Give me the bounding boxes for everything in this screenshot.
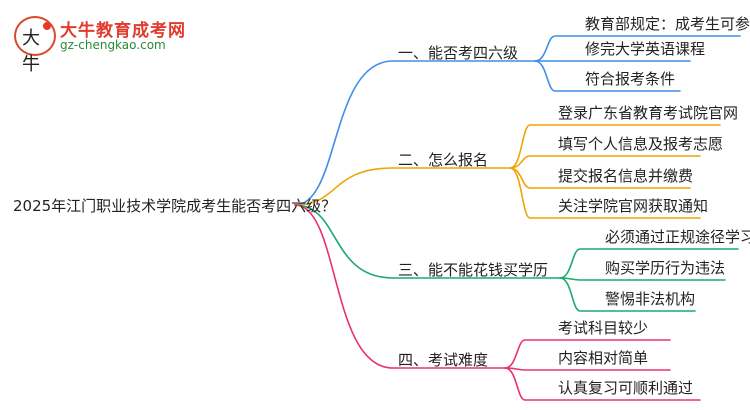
- root-connector: [294, 204, 394, 279]
- root-connector: [294, 167, 394, 206]
- child-connector: [509, 167, 701, 219]
- child-connector: [559, 277, 696, 312]
- branch-label: 二、怎么报名: [398, 151, 489, 169]
- leaf-topic: 登录广东省教育考试院官网: [558, 104, 739, 122]
- child-connector: [504, 339, 671, 369]
- leaf-topic: 警惕非法机构: [605, 290, 696, 308]
- root-connector: [294, 204, 394, 369]
- root-connector: [294, 60, 394, 206]
- leaf-topic: 关注学院官网获取通知: [558, 197, 709, 215]
- logo-dot-icon: [43, 22, 51, 30]
- logo-badge-icon: 大牛: [14, 16, 56, 75]
- child-connector: [509, 155, 701, 169]
- child-connector: [509, 124, 721, 169]
- child-connector: [559, 248, 739, 279]
- leaf-topic: 内容相对简单: [558, 349, 649, 367]
- logo-url: gz-chengkao.com: [60, 38, 166, 52]
- branch-label: 三、能不能花钱买学历: [398, 261, 549, 279]
- leaf-topic: 修完大学英语课程: [585, 40, 706, 58]
- leaf-topic: 提交报名信息并缴费: [558, 167, 694, 185]
- logo-badge-text: 大牛: [22, 28, 40, 75]
- child-connector: [559, 277, 726, 281]
- branch-label: 一、能否考四六级: [398, 44, 519, 62]
- leaf-topic: 符合报考条件: [585, 70, 676, 88]
- site-logo: 大牛 大牛教育成考网 gz-chengkao.com: [14, 14, 234, 75]
- logo-name: 大牛教育成考网: [60, 21, 186, 41]
- child-connector: [534, 35, 741, 62]
- child-connector: [534, 60, 681, 92]
- leaf-topic: 填写个人信息及报考志愿: [558, 135, 724, 153]
- child-connector: [504, 367, 671, 371]
- leaf-topic: 考试科目较少: [558, 319, 649, 337]
- branch-label: 四、考试难度: [398, 351, 489, 369]
- leaf-topic: 教育部规定：成考生可参加: [585, 15, 750, 33]
- leaf-topic: 必须通过正规途径学习: [605, 228, 750, 246]
- leaf-topic: 购买学历行为违法: [605, 259, 726, 277]
- leaf-topic: 认真复习可顺利通过: [558, 379, 694, 397]
- child-connector: [504, 367, 701, 401]
- root-topic: 2025年江门职业技术学院成考生能否考四六级？: [13, 197, 337, 215]
